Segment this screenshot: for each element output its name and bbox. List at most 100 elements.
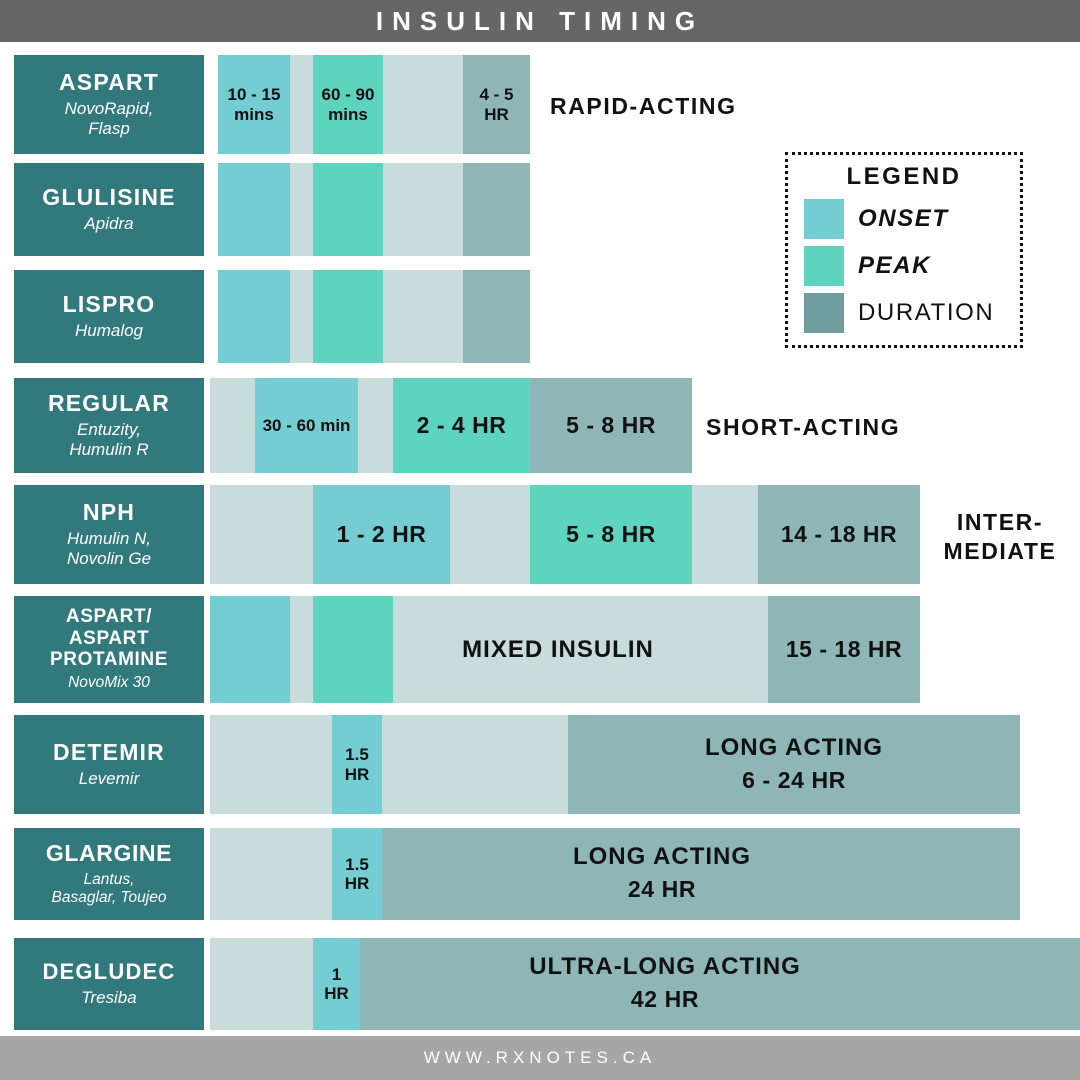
- legend-swatch-onset: [804, 199, 844, 239]
- drug-brand: Apidra: [84, 214, 134, 234]
- onset-label: 1.5 HR: [343, 855, 372, 893]
- peak-segment: 60 - 90 mins: [313, 55, 383, 154]
- drug-name: DEGLUDEC: [42, 958, 176, 984]
- drug-name: ASPART/ ASPART PROTAMINE: [50, 606, 168, 670]
- onset-segment: 30 - 60 min: [255, 378, 358, 473]
- drug-brand: Entuzity, Humulin R: [69, 420, 148, 460]
- duration-segment: [360, 938, 1080, 1030]
- onset-segment: [210, 596, 290, 703]
- drug-name-block: ASPART/ ASPART PROTAMINE NovoMix 30: [14, 596, 204, 703]
- gap-segment: [382, 715, 568, 814]
- duration-segment: 15 - 18 HR: [768, 596, 920, 703]
- duration-segment: 4 - 5 HR: [463, 55, 530, 154]
- table-row: GLULISINE Apidra: [0, 163, 1080, 256]
- gap-segment: [383, 270, 463, 363]
- duration-segment: [382, 828, 1020, 920]
- gap-segment: [210, 485, 313, 584]
- drug-brand-line: Lantus,: [83, 870, 135, 888]
- gap-segment: [210, 378, 255, 473]
- duration-label: 15 - 18 HR: [785, 635, 903, 662]
- drug-name: GLARGINE: [45, 839, 173, 866]
- onset-segment: [218, 270, 290, 363]
- onset-label: 10 - 15 mins: [227, 85, 281, 124]
- page-title: INSULIN TIMING: [375, 5, 705, 36]
- drug-brand: Levemir: [78, 769, 140, 789]
- legend: LEGEND ONSET PEAK DURATION: [785, 152, 1023, 348]
- drug-name-block: LISPRO Humalog: [14, 270, 204, 363]
- legend-item-onset: ONSET: [804, 199, 1010, 239]
- onset-segment: [218, 163, 290, 256]
- drug-name-block: REGULAR Entuzity, Humulin R: [14, 378, 204, 473]
- legend-swatch-duration: [804, 293, 844, 333]
- category-label-intermediate: INTER- MEDIATE: [925, 508, 1075, 566]
- duration-segment: [568, 715, 1020, 814]
- gap-segment: [290, 596, 313, 703]
- drug-brand-line: Humulin R: [69, 440, 149, 460]
- timeline-bar: 1.5 HR: [210, 828, 1020, 920]
- onset-segment: 10 - 15 mins: [218, 55, 290, 154]
- gap-segment: [290, 163, 313, 256]
- drug-brand: Tresiba: [81, 988, 137, 1008]
- legend-item-duration: DURATION: [804, 293, 1010, 333]
- table-row: ASPART NovoRapid, Flasp 10 - 15 mins 60 …: [0, 55, 1080, 154]
- title-bar: INSULIN TIMING: [0, 0, 1080, 42]
- duration-segment: [463, 163, 530, 256]
- legend-item-peak: PEAK: [804, 246, 1010, 286]
- legend-label-onset: ONSET: [858, 205, 949, 232]
- drug-name-line: PROTAMINE: [50, 648, 168, 670]
- gap-segment: [383, 55, 463, 154]
- table-row: REGULAR Entuzity, Humulin R 30 - 60 min …: [0, 378, 1080, 473]
- onset-segment: 1 HR: [313, 938, 360, 1030]
- duration-segment: 14 - 18 HR: [758, 485, 920, 584]
- drug-brand-line: Novolin Ge: [66, 549, 152, 569]
- timeline-bar: 1 HR: [210, 938, 1080, 1030]
- drug-brand-line: NovoRapid,: [64, 99, 154, 119]
- peak-label: 60 - 90 mins: [321, 85, 375, 124]
- duration-label: 14 - 18 HR: [780, 520, 898, 547]
- drug-name-block: DEGLUDEC Tresiba: [14, 938, 204, 1030]
- onset-label: 1.5 HR: [343, 745, 372, 783]
- category-label-rapid: RAPID-ACTING: [550, 93, 737, 119]
- drug-name: ASPART: [58, 68, 160, 95]
- onset-label-line: 1: [331, 964, 342, 984]
- peak-segment: 2 - 4 HR: [393, 378, 530, 473]
- peak-segment: [313, 270, 383, 363]
- peak-segment: [313, 163, 383, 256]
- drug-name-block: NPH Humulin N, Novolin Ge: [14, 485, 204, 584]
- drug-name-block: GLARGINE Lantus, Basaglar, Toujeo: [14, 828, 204, 920]
- drug-name: GLULISINE: [42, 183, 176, 210]
- table-row: NPH Humulin N, Novolin Ge 1 - 2 HR 5 - 8…: [0, 485, 1080, 584]
- duration-segment: 5 - 8 HR: [530, 378, 692, 473]
- timeline-bar: 10 - 15 mins 60 - 90 mins 4 - 5 HR: [218, 55, 530, 154]
- footer-bar: WWW.RXNOTES.CA: [0, 1036, 1080, 1080]
- duration-label: 5 - 8 HR: [566, 411, 656, 438]
- onset-label-line: HR: [344, 764, 370, 784]
- drug-brand-line: Basaglar, Toujeo: [51, 888, 167, 906]
- drug-brand-line: Flasp: [88, 119, 130, 139]
- drug-name: REGULAR: [47, 389, 171, 416]
- drug-brand: NovoMix 30: [68, 674, 150, 692]
- onset-label: 1 - 2 HR: [336, 520, 427, 547]
- gap-segment: [290, 55, 313, 154]
- onset-segment: 1 - 2 HR: [313, 485, 450, 584]
- drug-name: NPH: [82, 498, 136, 525]
- drug-brand-line: Entuzity,: [77, 420, 141, 440]
- legend-label-peak: PEAK: [858, 252, 932, 279]
- onset-label-line: HR: [344, 874, 370, 893]
- gap-segment: [210, 938, 313, 1030]
- drug-brand: Lantus, Basaglar, Toujeo: [52, 871, 167, 908]
- timeline-bar: [218, 270, 530, 363]
- drug-name-block: DETEMIR Levemir: [14, 715, 204, 814]
- peak-segment: [313, 596, 393, 703]
- onset-label-line: HR: [324, 984, 349, 1003]
- onset-label-line: 1.5: [345, 854, 369, 874]
- gap-segment: [450, 485, 530, 584]
- drug-name-line: ASPART: [68, 627, 150, 649]
- legend-label-duration: DURATION: [858, 299, 995, 326]
- table-row: ASPART/ ASPART PROTAMINE NovoMix 30 15 -…: [0, 596, 1080, 703]
- peak-label: 5 - 8 HR: [566, 520, 656, 547]
- website-url: WWW.RXNOTES.CA: [423, 1048, 657, 1067]
- legend-title: LEGEND: [846, 163, 962, 190]
- onset-label: 30 - 60 min: [262, 415, 351, 435]
